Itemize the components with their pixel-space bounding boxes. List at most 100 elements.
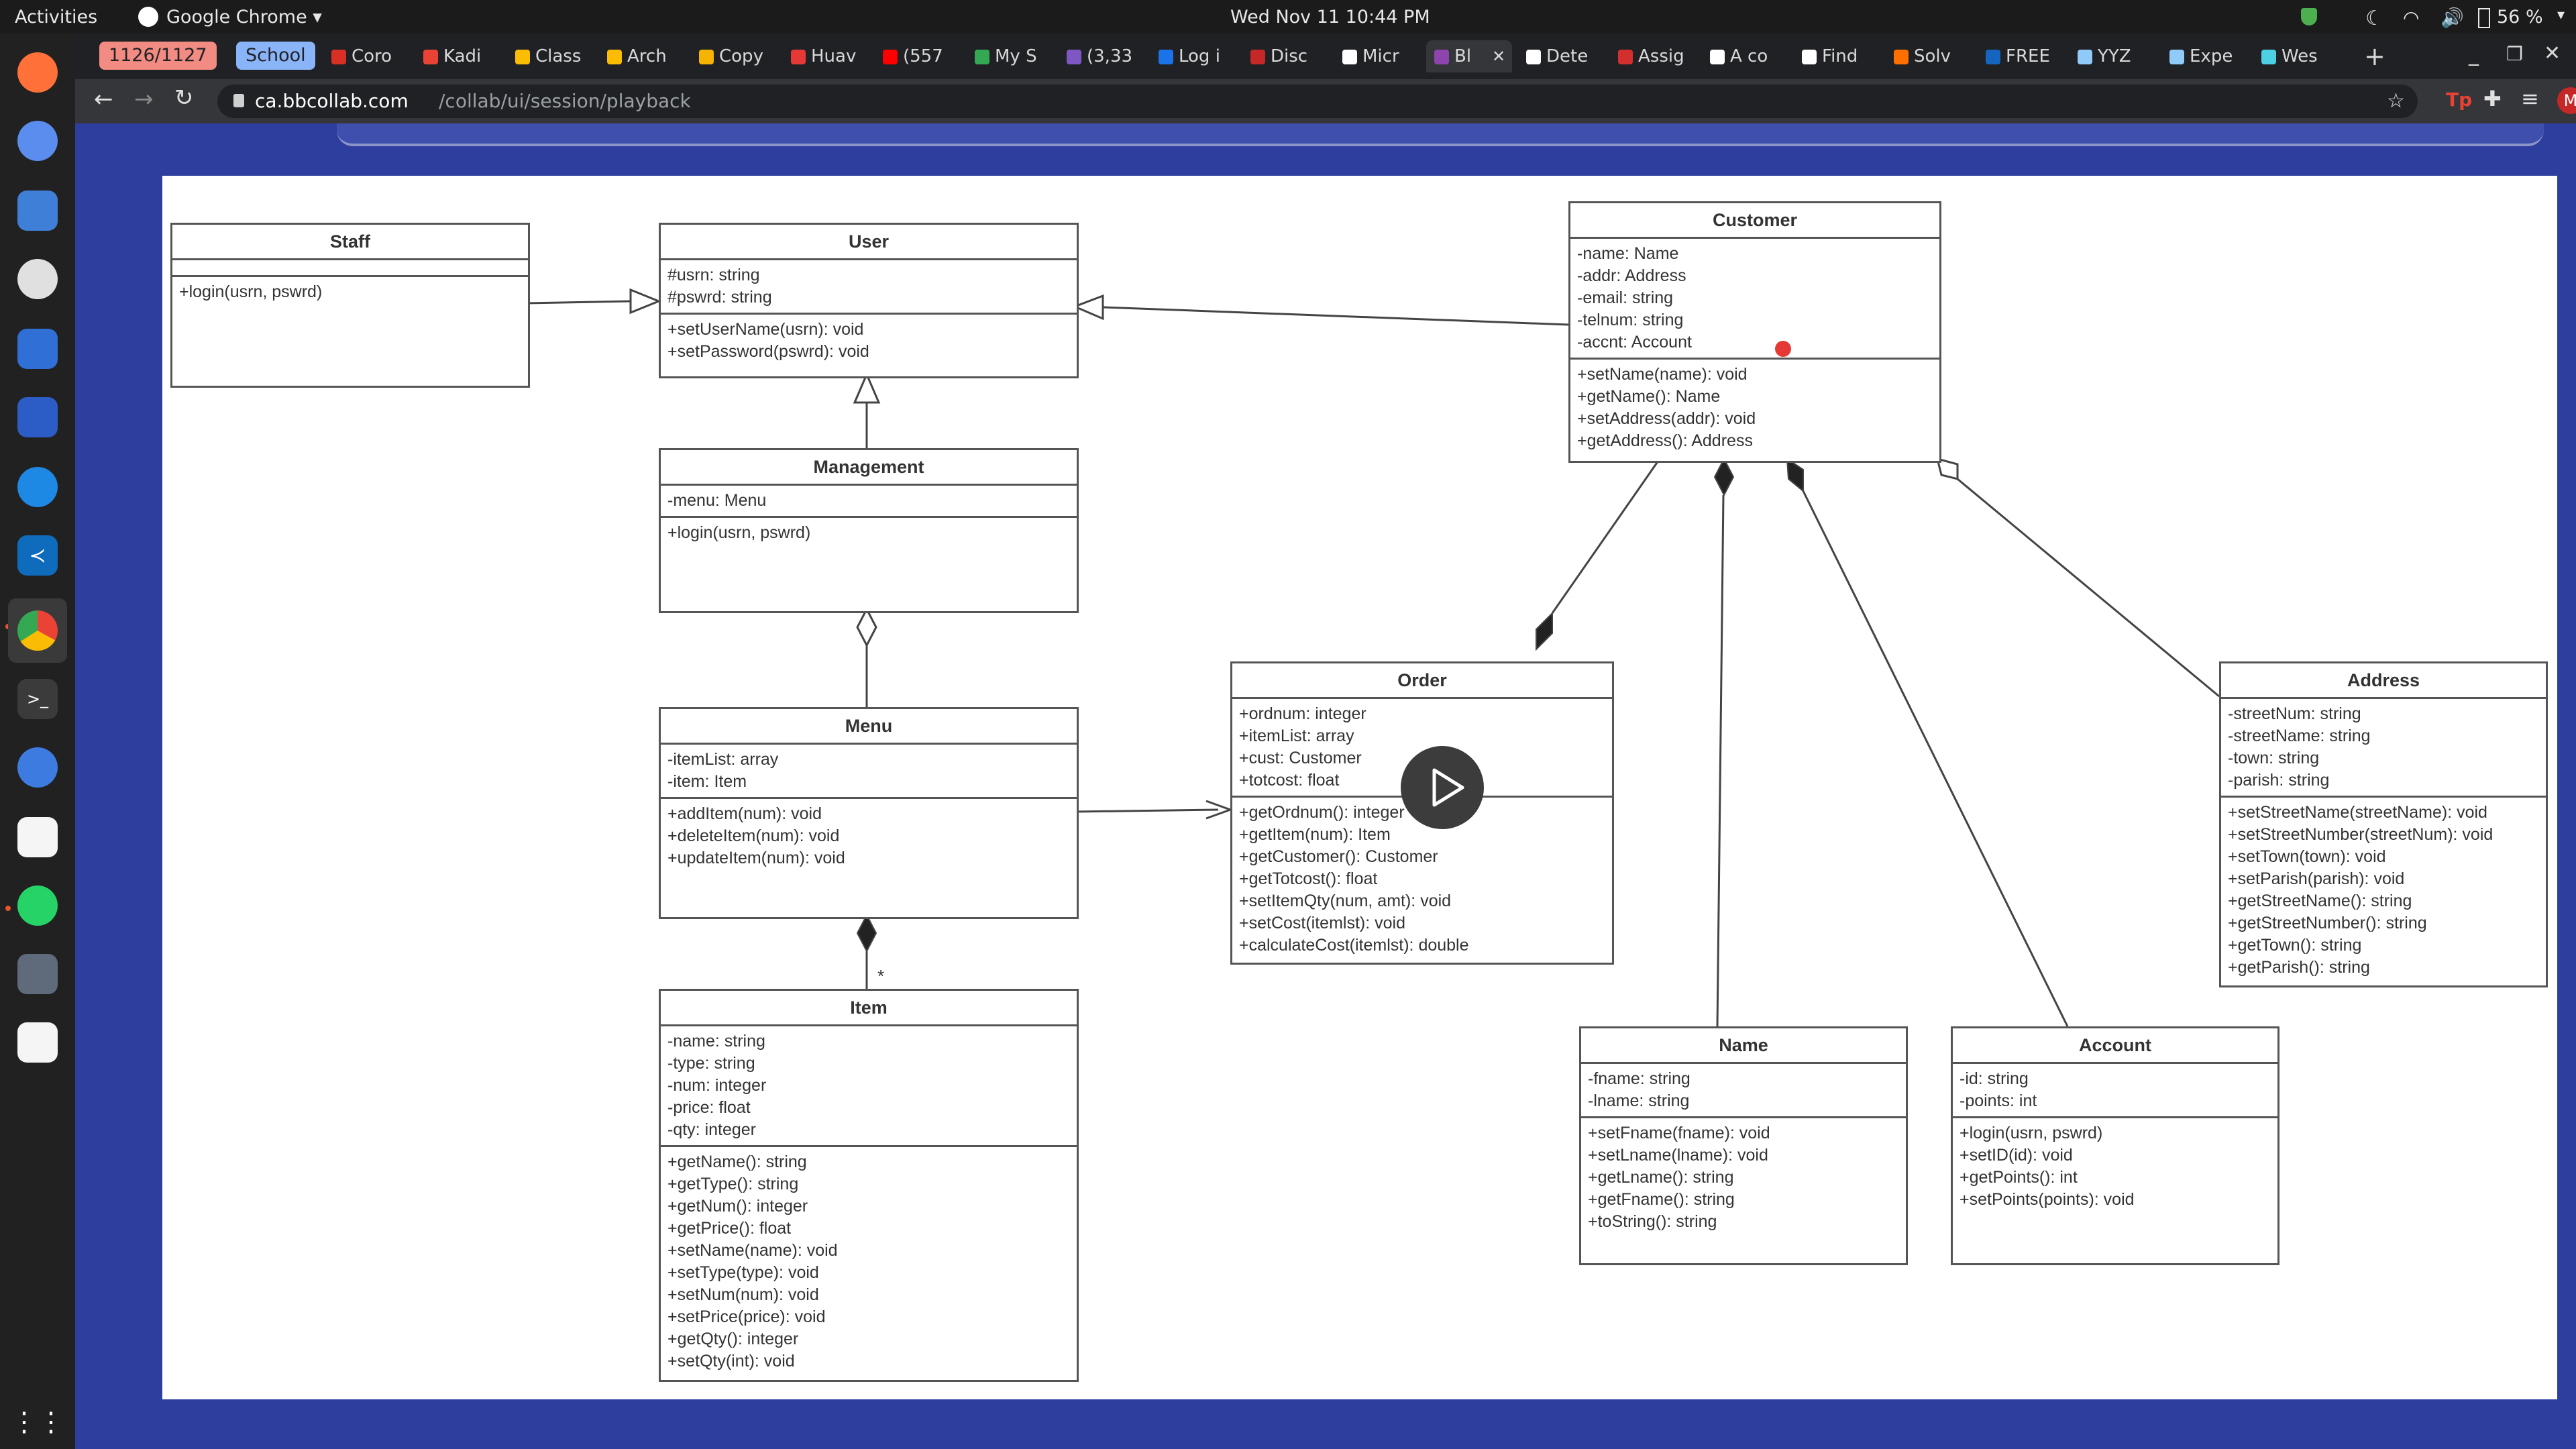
class-member: +getItem(num): Item [1239,825,1391,844]
terminal-icon[interactable]: >_ [17,679,58,719]
system-menu-chevron-icon[interactable]: ▾ [2557,7,2565,23]
files-icon[interactable] [17,191,58,231]
browser-tab[interactable]: Disc [1242,40,1328,72]
chrome-app-icon [138,7,158,27]
chrome-icon[interactable] [17,610,58,651]
browser-tab[interactable]: Micr [1334,40,1420,72]
browser-tab[interactable]: Dete [1518,40,1604,72]
browser-tab[interactable]: (3,33 [1059,40,1144,72]
new-tab-button[interactable]: + [2364,42,2385,71]
class-member: +getCustomer(): Customer [1239,847,1438,866]
app-menu[interactable]: Google Chrome ▾ [166,7,322,28]
browser-tab[interactable]: Bl✕ [1426,40,1512,72]
profile-avatar[interactable]: M [2557,87,2576,114]
writer-icon[interactable] [17,329,58,369]
browser-tab[interactable]: YYZ [2070,40,2155,72]
tab-group-chip-school[interactable]: School [236,42,315,70]
class-member: +setPassword(pswrd): void [667,342,869,361]
tab-title: Log i [1179,46,1220,66]
class-member: -streetName: string [2228,727,2371,745]
trash-icon[interactable] [17,1022,58,1063]
class-member: +getType(): string [667,1175,799,1193]
tab-group-chip-count[interactable]: 1126/1127 [99,42,217,70]
class-member: +calculateCost(itemlst): double [1239,936,1469,955]
browser-tab[interactable]: Log i [1150,40,1236,72]
toggle-icon[interactable] [17,747,58,788]
tab-favicon-icon [607,50,622,64]
tab-favicon-icon [975,50,989,64]
activities-button[interactable]: Activities [15,7,98,28]
browser-tab[interactable]: Assig [1610,40,1696,72]
thunderbird-icon[interactable] [17,121,58,161]
forward-button[interactable]: → [134,86,154,113]
uml-class-item: Item -name: string-type: string-num: int… [659,989,1079,1382]
help-icon[interactable] [17,467,58,507]
address-bar[interactable]: ca.bbcollab.com /collab/ui/session/playb… [217,85,2418,118]
browser-tab[interactable]: Copy [691,40,777,72]
aggregation-diamond [1935,457,1959,480]
generalization-arrowhead [1072,294,1104,321]
tab-close-icon[interactable]: ✕ [1492,47,1506,66]
browser-tab[interactable]: Arch [599,40,685,72]
wifi-icon[interactable]: ◠ [2403,7,2420,29]
clock[interactable]: Wed Nov 11 10:44 PM [1230,7,1430,28]
system-top-bar: Activities Google Chrome ▾ Wed Nov 11 10… [0,0,2576,34]
url-domain: ca.bbcollab.com [255,90,409,112]
browser-tab[interactable]: My S [967,40,1053,72]
calculator-icon[interactable] [17,817,58,857]
moon-icon[interactable]: ☾ [2365,7,2383,30]
shield-icon[interactable] [2301,8,2317,25]
class-name: Name [1581,1028,1906,1064]
browser-tab[interactable]: FREE [1978,40,2063,72]
volume-icon[interactable]: 🔊 [2440,7,2464,29]
tab-favicon-icon [791,50,806,64]
vscode-icon[interactable]: ≺ [17,535,58,576]
collaborate-top-bar [337,123,2544,146]
tab-favicon-icon [1802,50,1817,64]
extensions-puzzle-icon[interactable]: ✚ [2483,86,2502,111]
tab-title: Assig [1638,46,1684,66]
class-name: User [661,225,1077,260]
minimize-window-button[interactable]: _ [2469,43,2479,66]
browser-tab[interactable]: Expe [2161,40,2247,72]
class-member: +getQty(): integer [667,1330,799,1348]
browser-tab[interactable]: Solv [1886,40,1972,72]
bookmark-star-icon[interactable]: ☆ [2387,89,2405,113]
software-icon[interactable] [17,397,58,437]
uml-class-staff: Staff +login(usrn, pswrd) [170,223,530,388]
tab-favicon-icon [2261,50,2276,64]
class-member: -email: string [1577,288,1674,307]
show-apps-grid-icon[interactable]: ⋮⋮ [11,1407,64,1438]
browser-tab[interactable]: Kadi [415,40,501,72]
tab-title: Huav [811,46,857,66]
composition-line [1716,494,1725,1027]
close-window-button[interactable]: ✕ [2544,42,2561,65]
browser-tab[interactable]: Find [1794,40,1880,72]
uml-class-name: Name -fname: string-lname: string +setFn… [1579,1026,1908,1265]
rhythmbox-icon[interactable] [17,259,58,299]
extension-tp-icon[interactable]: Tp [2446,89,2473,111]
browser-tab[interactable]: Coro [323,40,409,72]
browser-tab[interactable]: A co [1702,40,1788,72]
play-button[interactable] [1401,746,1484,829]
browser-tab[interactable]: Wes [2253,40,2339,72]
multiplicity-label: * [877,966,885,986]
firefox-icon[interactable] [17,52,58,93]
browser-tab[interactable]: (557 [875,40,961,72]
tab-favicon-icon [2078,50,2092,64]
whatsapp-icon[interactable] [17,885,58,926]
restore-window-button[interactable]: ❐ [2506,43,2524,65]
disk-icon[interactable] [17,954,58,994]
browser-tab[interactable]: Class [507,40,593,72]
battery-icon[interactable] [2478,8,2490,28]
class-member: -menu: Menu [667,491,767,510]
browser-tab[interactable]: Huav [783,40,869,72]
class-member: +setAddress(addr): void [1577,409,1756,428]
class-member: +setTown(town): void [2228,847,2386,866]
uml-connectors [525,288,2220,1027]
reload-button[interactable]: ↻ [174,85,194,111]
media-queue-icon[interactable]: ≡ [2521,86,2539,111]
back-button[interactable]: ← [94,86,113,113]
class-methods: +setName(name): void+getName(): Name+set… [1570,360,1939,456]
